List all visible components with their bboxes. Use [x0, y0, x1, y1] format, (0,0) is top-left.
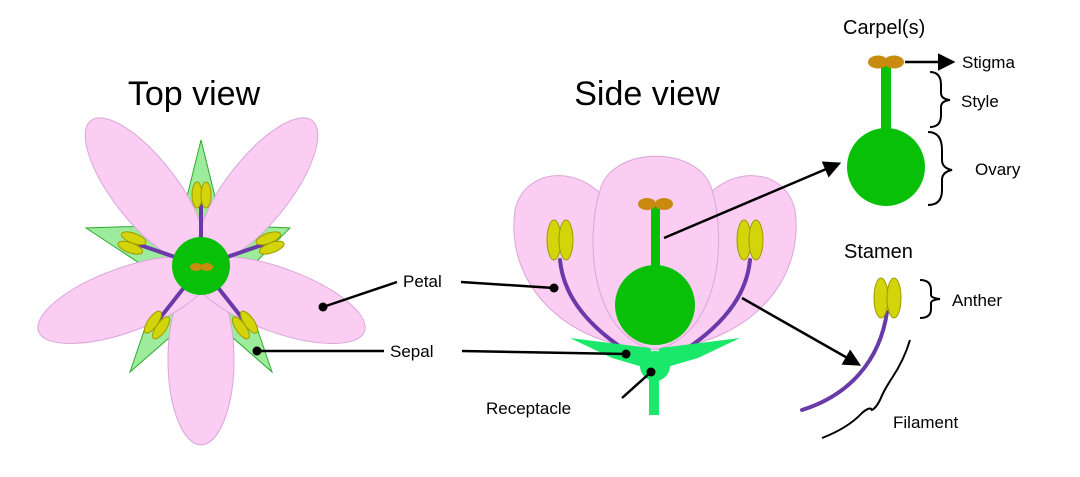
sepal-leader	[252, 346, 631, 359]
style-label: Style	[961, 92, 999, 111]
side-view-stigma	[655, 198, 673, 210]
side-view-style	[651, 205, 660, 285]
side-view-title: Side view	[574, 75, 720, 113]
receptacle-leader	[621, 367, 656, 399]
side-view-flower	[513, 155, 797, 415]
side-view-filament	[558, 258, 627, 352]
top-view-stigma	[190, 263, 202, 271]
sepal-leader-dot-right	[621, 349, 631, 359]
receptacle-leader-dot	[646, 367, 656, 377]
stigma-label: Stigma	[962, 53, 1015, 72]
top-view-anther	[200, 181, 212, 209]
stamen-detail	[800, 277, 902, 412]
sepal-leader-dot-left	[252, 346, 262, 356]
petal-leader-line-left	[322, 280, 398, 309]
stamen-anther	[886, 277, 902, 319]
filament-label: Filament	[893, 413, 958, 432]
top-view-petals	[37, 117, 366, 446]
carpels-heading: Carpel(s)	[843, 17, 925, 39]
receptacle-label: Receptacle	[486, 399, 571, 418]
style-brace	[929, 71, 951, 128]
top-view-anther	[258, 240, 285, 255]
top-view-anthers	[117, 181, 285, 340]
receptacle-leader-line	[621, 371, 652, 399]
carpel-style	[881, 66, 891, 136]
side-view-stigma	[638, 198, 656, 210]
side-view-anther	[558, 219, 574, 261]
petal-leader	[318, 280, 559, 312]
top-view-anther	[240, 310, 259, 334]
petal-label: Petal	[403, 272, 442, 291]
sepal-leader-line-right	[461, 349, 627, 356]
side-view-filament	[683, 258, 752, 352]
carpel-stigma	[884, 55, 904, 69]
anther-brace	[919, 279, 941, 319]
carpel-detail	[847, 55, 925, 206]
stamen-anther	[873, 277, 889, 319]
top-view-stigma	[201, 263, 213, 271]
sepal-label: Sepal	[390, 342, 433, 361]
side-view-sepal	[650, 338, 740, 372]
anther-label: Anther	[952, 291, 1002, 310]
filament-brace	[821, 339, 911, 439]
petal-leader-dot-right	[549, 283, 559, 293]
petal-leader-dot-left	[318, 302, 328, 312]
top-view-flower	[37, 117, 366, 446]
carpel-stigma	[868, 55, 888, 69]
top-view-anther	[120, 231, 147, 246]
ovary-brace	[927, 131, 953, 206]
stamen-pointer-arrow	[741, 296, 862, 366]
side-view-anther	[748, 219, 764, 261]
top-view-title: Top view	[128, 75, 261, 113]
ovary-label: Ovary	[975, 160, 1021, 179]
top-view-anther	[152, 316, 171, 340]
stamen-filament	[800, 310, 889, 412]
carpel-ovary	[847, 128, 925, 206]
stamen-heading: Stamen	[844, 241, 913, 263]
side-view-stem	[649, 360, 659, 415]
side-view-ovary	[615, 265, 695, 345]
carpel-pointer-arrow	[663, 161, 842, 240]
petal-leader-line-right	[460, 280, 555, 290]
